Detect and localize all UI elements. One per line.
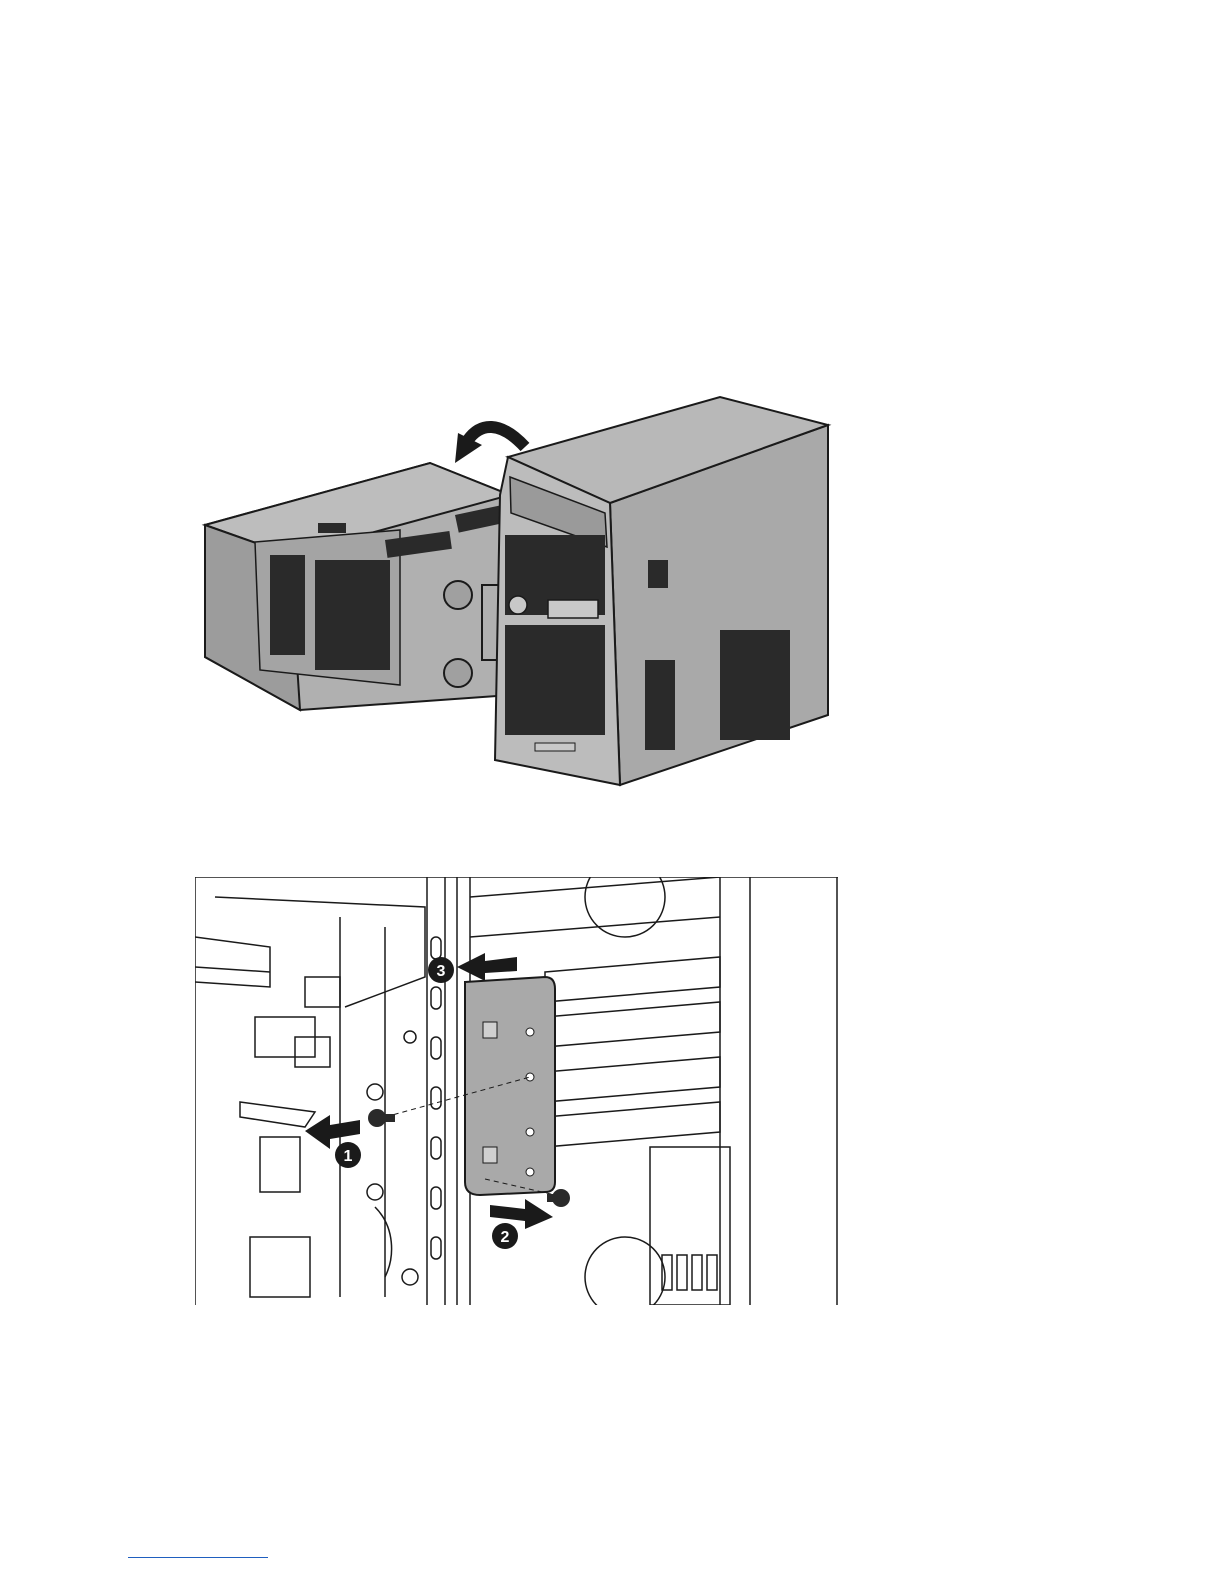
svg-text:1: 1 bbox=[344, 1148, 353, 1165]
server-orientation-illustration bbox=[200, 395, 840, 790]
callout-1: 1 bbox=[335, 1142, 361, 1168]
bracket-panel bbox=[465, 977, 555, 1195]
callout-3: 3 bbox=[428, 957, 454, 983]
svg-text:3: 3 bbox=[437, 963, 446, 980]
callout-2: 2 bbox=[492, 1223, 518, 1249]
footer-rule bbox=[128, 1557, 268, 1558]
bracket-removal-illustration: 1 2 3 bbox=[195, 877, 838, 1305]
server-upright-tower bbox=[495, 397, 828, 785]
server-lying-horizontal bbox=[205, 463, 513, 710]
svg-text:2: 2 bbox=[501, 1229, 510, 1246]
